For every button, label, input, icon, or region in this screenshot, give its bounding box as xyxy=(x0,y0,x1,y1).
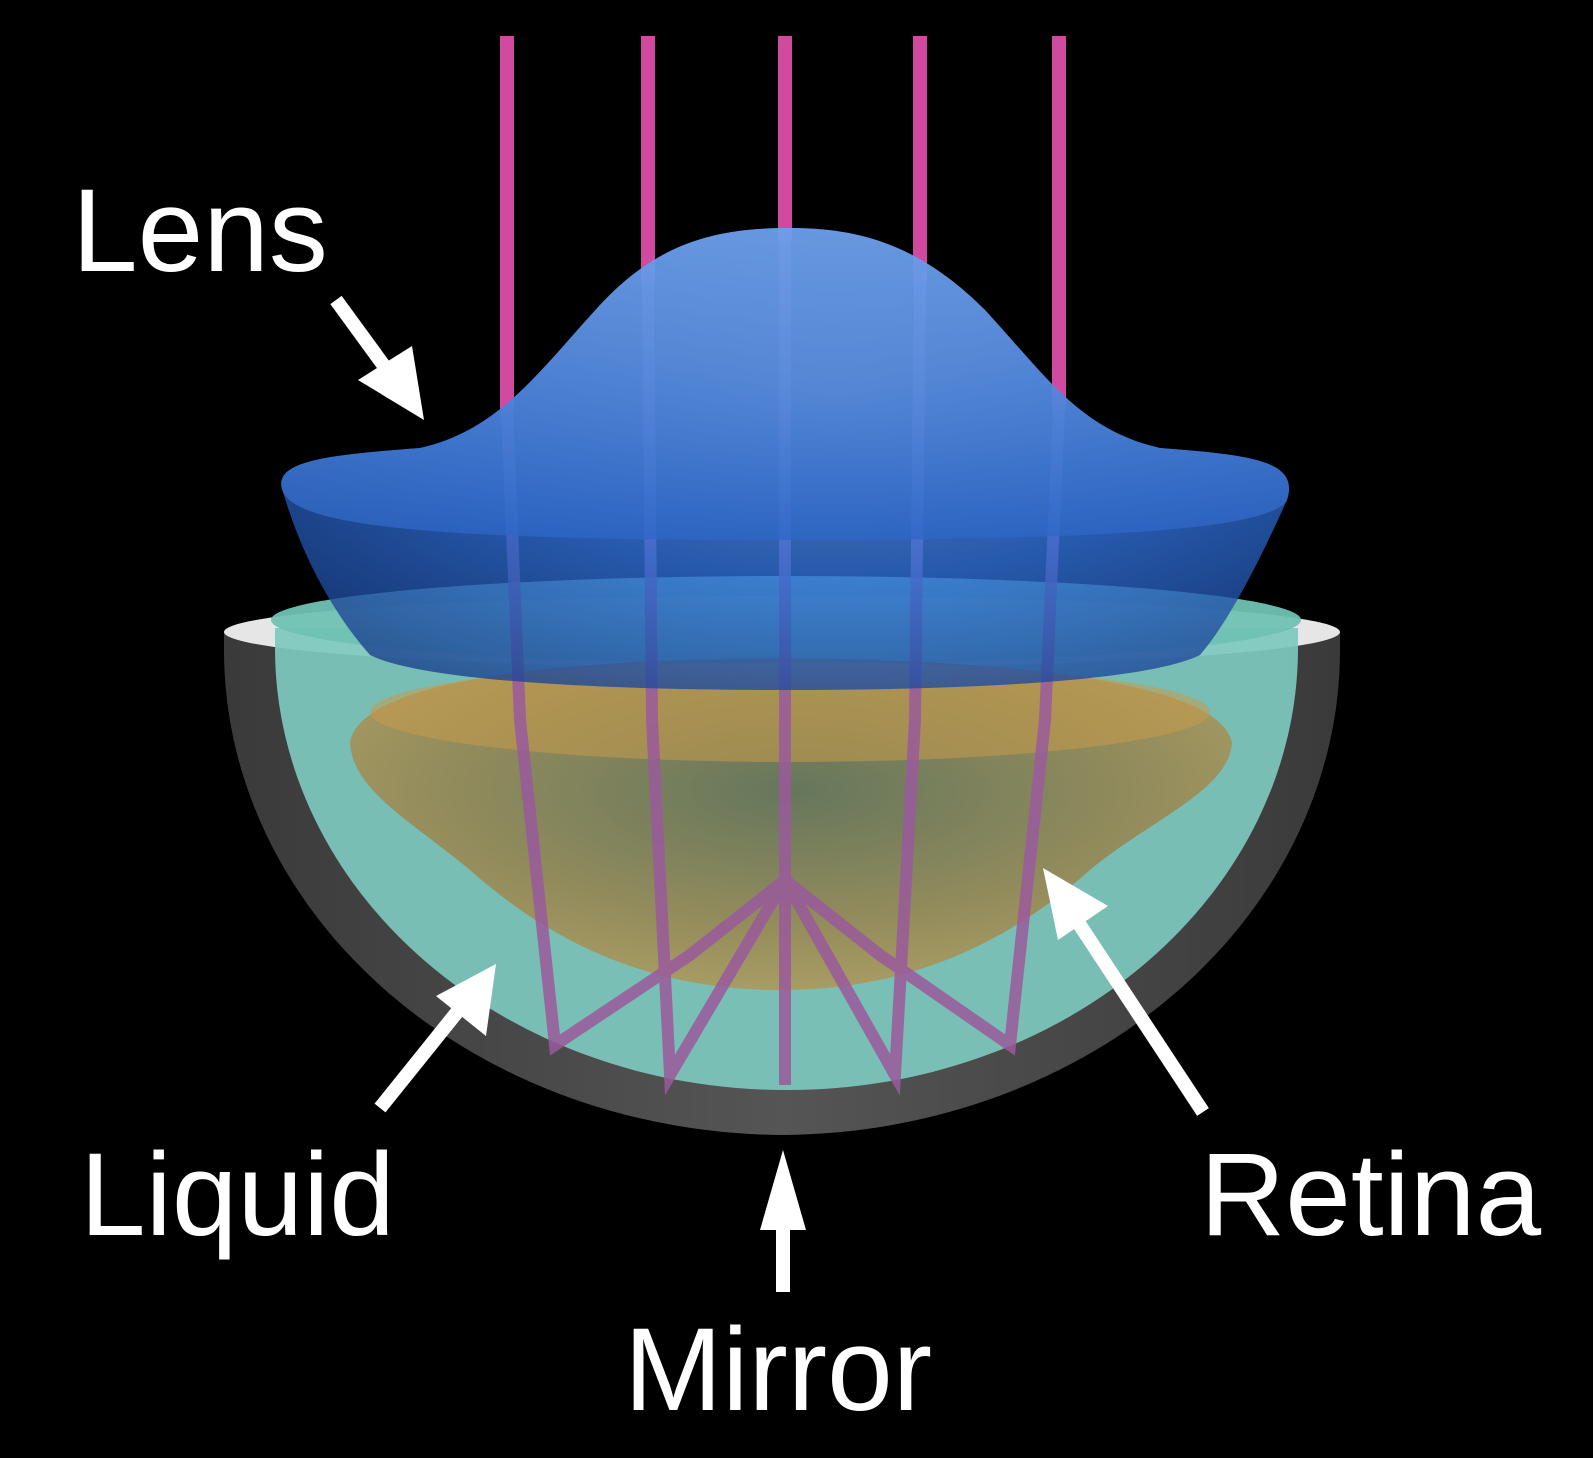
retina-label: Retina xyxy=(1200,1129,1541,1261)
labels: Lens Liquid Mirror Retina xyxy=(72,165,1541,1436)
liquid-arrow-head xyxy=(436,964,496,1036)
liquid-label: Liquid xyxy=(80,1129,395,1261)
lens-region xyxy=(281,228,1290,690)
annotation-arrows xyxy=(330,295,1209,1292)
incoming-rays xyxy=(500,36,1066,410)
mirror-label: Mirror xyxy=(624,1304,932,1436)
liquid-arrow-shaft xyxy=(374,991,476,1113)
retina-arrow-shaft xyxy=(1060,900,1209,1116)
lens-top-surface xyxy=(281,228,1290,540)
retina-arrow-head xyxy=(1043,868,1108,940)
lens-arrow-head xyxy=(358,346,424,420)
lens-label: Lens xyxy=(72,165,328,297)
mirror-arrow-head xyxy=(760,1150,806,1230)
